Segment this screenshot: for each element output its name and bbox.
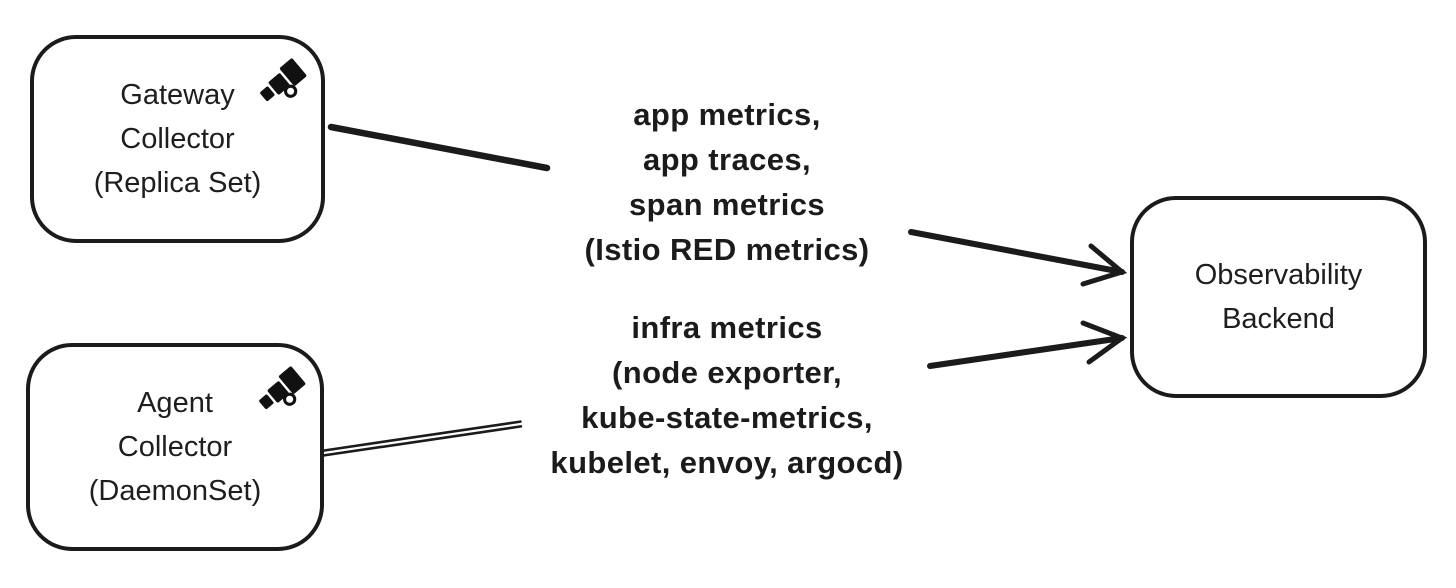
edge-infra-shaft [927, 335, 1125, 369]
edge-label-infra-metrics: infra metrics (node exporter, kube-state… [550, 310, 904, 480]
node-label: Gateway Collector (Replica Set) [93, 79, 262, 199]
telescope-icon [260, 58, 307, 102]
edge-app-tail [327, 123, 551, 172]
node-label: Observability Backend [1194, 259, 1363, 335]
edge-infra-tail [322, 420, 522, 452]
edge-label-app-metrics: app metrics, app traces, span metrics (I… [584, 97, 870, 267]
node-observability-backend: Observability Backend [1130, 196, 1427, 398]
node-gateway-collector: Gateway Collector (Replica Set) [30, 35, 325, 243]
edge-app-shaft [908, 229, 1125, 275]
node-label: Agent Collector (DaemonSet) [88, 387, 262, 507]
telescope-icon [259, 366, 306, 410]
edge-infra-arrowhead [1080, 320, 1128, 365]
node-agent-collector: Agent Collector (DaemonSet) [26, 343, 324, 551]
edge-app-arrowhead [1080, 243, 1128, 287]
edge-infra-tail [322, 425, 523, 457]
